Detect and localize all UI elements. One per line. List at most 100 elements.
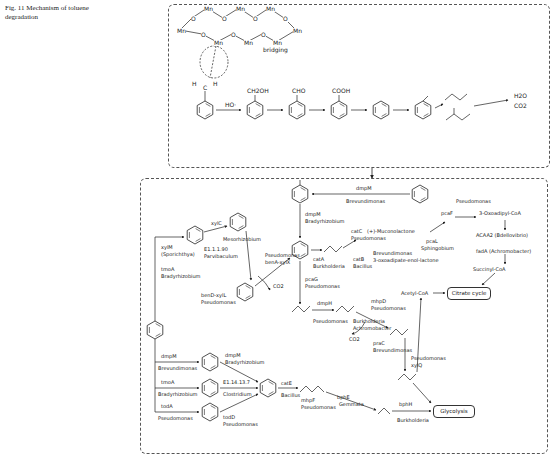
benzene-ring [230, 213, 246, 231]
pathway-label: Pseudomonas [411, 356, 446, 361]
benzene-ring [197, 101, 213, 119]
reaction-arrow [216, 110, 241, 111]
pathway-label: Burkholderia [353, 319, 385, 324]
pathway-label: dmpM [305, 212, 321, 217]
reaction-arrow [300, 204, 301, 238]
chemical-label: CH2OH [247, 88, 269, 94]
pathway-label: catA [313, 257, 324, 262]
reaction-arrow [343, 240, 356, 248]
bridging-circle [200, 46, 228, 78]
carbon-chain [300, 386, 324, 392]
pathway-label: Pseudomonas [313, 319, 348, 324]
bond-line [454, 108, 455, 114]
pathway-label: Bradyrhizobium [225, 360, 265, 365]
pathway-label: xylQ [411, 363, 422, 368]
pathway-label: Pseudomonas [265, 253, 300, 258]
chemical-label: Mn [244, 40, 253, 46]
chemical-label: O [283, 16, 288, 22]
pathway-label: pcaL [426, 239, 438, 244]
carbon-chain [324, 246, 342, 252]
chemical-label: H2O [514, 93, 527, 99]
pathway-label: Pseudomonas [223, 422, 258, 427]
pathway-label: benA-xylX [265, 260, 290, 265]
pathway-label: Pseudomonas [158, 416, 193, 421]
pathway-label: Bacillus [353, 264, 372, 269]
chemical-label: bridging [263, 47, 288, 53]
benzene-ring [412, 185, 428, 203]
pathway-label: bphH [399, 402, 412, 407]
benzene-ring [202, 403, 218, 421]
pathway-label: 3-Oxoadipyl-CoA [479, 211, 521, 216]
pathway-label: Pseudomonas [201, 300, 236, 305]
pathway-label: pcaF [441, 211, 453, 216]
pathway-box-label: Glycolysis [440, 409, 467, 415]
pathway-label: tmoA [161, 267, 174, 272]
chemical-label: COOH [332, 88, 350, 94]
reaction-arrow [155, 339, 199, 412]
reaction-arrow [433, 293, 445, 294]
reaction-arrow [430, 222, 445, 232]
pathway-label: bphE [337, 395, 350, 400]
reaction-arrow [393, 110, 409, 111]
benzene-ring [147, 321, 163, 339]
reaction-arrow [155, 237, 184, 321]
benzene-ring [415, 101, 431, 119]
chemical-label: O [261, 32, 266, 38]
pathway-label: Bradyrhizobium [158, 392, 198, 397]
reaction-arrow [300, 261, 301, 304]
reaction-arrow [255, 258, 290, 286]
pathway-label: Parvibaculum [204, 254, 238, 259]
pathway-label: catE [281, 381, 292, 386]
pathway-label: 3-oxoadipate-enol-lactone [373, 258, 439, 263]
pathway-label: Bacillus [281, 393, 300, 398]
pathway-label: Bradyrhizobium [161, 274, 201, 279]
chemical-label: O [231, 32, 236, 38]
pathway-box-label: Citrate cycle [452, 291, 487, 297]
carbon-chain [445, 94, 467, 100]
bond-line [205, 91, 428, 185]
pathway-label: Succinyl-CoA [473, 267, 506, 272]
chemical-label: H [213, 81, 218, 87]
reaction-arrow [220, 362, 258, 382]
pathway-label: pcaG [305, 277, 318, 282]
pathway-label: Brevundimonas [346, 199, 385, 204]
reaction-arrow [392, 411, 431, 412]
pathway-label: (+)-Muconolactone [367, 229, 415, 234]
dashed-panel: dmpM Brevundimonas dmpM Bradyrhizobium xylM (… [140, 178, 548, 454]
pathway-label: dmpM [161, 354, 177, 359]
carbon-chain [390, 329, 408, 335]
pathway-label: dmpM [356, 186, 372, 191]
pathway-label: ACAA2 (Bdellovibrio) [476, 233, 528, 238]
pathway-label: Burkholderia [397, 418, 429, 423]
reaction-arrow [505, 220, 506, 230]
benzene-ring [202, 353, 218, 371]
pathway-label: Brevundimonas [373, 251, 412, 256]
pathway-label: Pseudomonas [371, 306, 406, 311]
pathway-label: Burkholderia [313, 264, 345, 269]
pathway-label: CO2 [349, 337, 360, 342]
chemical-label: Mn [273, 40, 282, 46]
pathway-label: xylM [161, 245, 173, 250]
benzene-ring [187, 226, 203, 244]
chemical-label: C [203, 85, 207, 91]
benzene-ring [260, 379, 276, 397]
figure-caption: Fig. 11 Mechanism of toluene degradation [5, 4, 113, 22]
pathway-label: Pseudomonas [301, 405, 336, 410]
pathway-label: Pseudomonas [456, 199, 491, 204]
chemical-label: Mn [293, 28, 302, 34]
pathway-label: (Sporichthya) [161, 252, 195, 257]
carbon-chain [336, 306, 354, 312]
pathway-label: praC [373, 341, 385, 346]
pathway-label: E1.1.1.90 [204, 247, 228, 252]
reaction-arrow [258, 276, 270, 290]
carbon-chain [446, 114, 470, 120]
pathway-label: Mesorhizobium [223, 237, 261, 242]
chemical-label: O [253, 16, 258, 22]
chemical-label: CHO [292, 88, 305, 94]
benzene-ring [237, 283, 253, 301]
reaction-arrow [413, 383, 431, 403]
reaction-arrow [455, 217, 476, 218]
pathway-label: catC [351, 229, 362, 234]
